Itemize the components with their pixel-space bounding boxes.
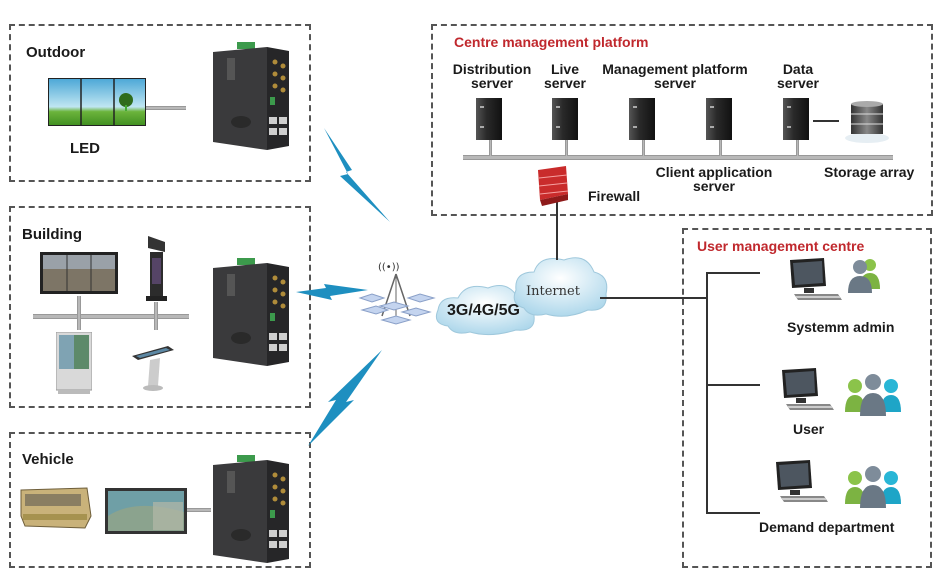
wireless-link-bolt-icon — [318, 128, 394, 224]
server-bus-line — [463, 155, 893, 160]
workstation-icon — [778, 368, 836, 414]
wireless-link-bolt-icon — [296, 282, 370, 302]
internet-cloud-icon — [510, 252, 610, 320]
user-branch — [706, 384, 760, 386]
server-icon — [476, 98, 502, 140]
kiosk-icon — [145, 236, 167, 302]
user-node-label: Systemm admin — [787, 319, 895, 335]
firewall-label: Firewall — [588, 188, 641, 204]
industrial-router-icon — [213, 455, 291, 563]
user-centre-zone — [682, 228, 932, 568]
server-drop — [719, 140, 722, 156]
vehicle-zone — [9, 432, 311, 568]
outdoor-zone-title: Outdoor — [26, 44, 86, 61]
server-drop — [796, 140, 799, 156]
server-icon — [629, 98, 655, 140]
led-wall-icon — [48, 78, 146, 126]
two-users-icon — [846, 255, 884, 295]
building-drop-2 — [154, 302, 158, 330]
internet-to-user-centre-line — [600, 297, 708, 299]
workstation-icon — [772, 460, 830, 506]
wireless-link-bolt-icon — [306, 350, 386, 446]
server-drop — [642, 140, 645, 156]
building-zone-title: Building — [22, 226, 82, 243]
user-centre-title: User management centre — [697, 238, 865, 254]
storage-array-icon — [843, 100, 891, 144]
led-label: LED — [70, 140, 100, 157]
internet-label: Internet — [526, 284, 580, 299]
floor-signage-icon — [56, 332, 92, 394]
server-icon — [552, 98, 578, 140]
bus-icon — [19, 486, 93, 530]
vehicle-connector — [187, 508, 211, 512]
firewall-icon — [536, 166, 570, 206]
storage-link-line — [813, 120, 839, 122]
centre-platform-title: Centre management platform — [454, 34, 649, 50]
user-node-label: User — [793, 421, 825, 437]
server-drop — [489, 140, 492, 156]
vehicle-display-icon — [105, 488, 187, 534]
internet-to-firewall-line — [556, 200, 558, 260]
led-connector — [146, 106, 186, 110]
building-drop-1 — [77, 296, 81, 330]
three-users-icon — [845, 464, 903, 508]
server-icon — [783, 98, 809, 140]
server-icon — [706, 98, 732, 140]
outdoor-zone — [9, 24, 311, 182]
building-zone — [9, 206, 311, 408]
building-bus-line — [33, 314, 189, 319]
cellular-network-label: 3G/4G/5G — [447, 302, 520, 319]
user-branch — [706, 512, 760, 514]
touch-kiosk-icon — [130, 340, 176, 392]
svg-text:((•)): ((•)) — [378, 262, 400, 273]
centre-platform-zone — [431, 24, 933, 216]
workstation-icon — [786, 258, 844, 304]
server-drop — [565, 140, 568, 156]
user-branch — [706, 272, 760, 274]
vehicle-zone-title: Vehicle — [22, 451, 74, 468]
industrial-router-icon — [213, 42, 291, 150]
video-wall-icon — [40, 252, 118, 294]
storage-array-label: Storage array — [824, 164, 915, 180]
user-tree-trunk — [706, 272, 708, 514]
cell-tower-icon: ((•)) — [358, 258, 438, 330]
three-users-icon — [845, 372, 903, 416]
user-node-label: Demand department — [759, 519, 895, 535]
industrial-router-icon — [213, 258, 291, 366]
